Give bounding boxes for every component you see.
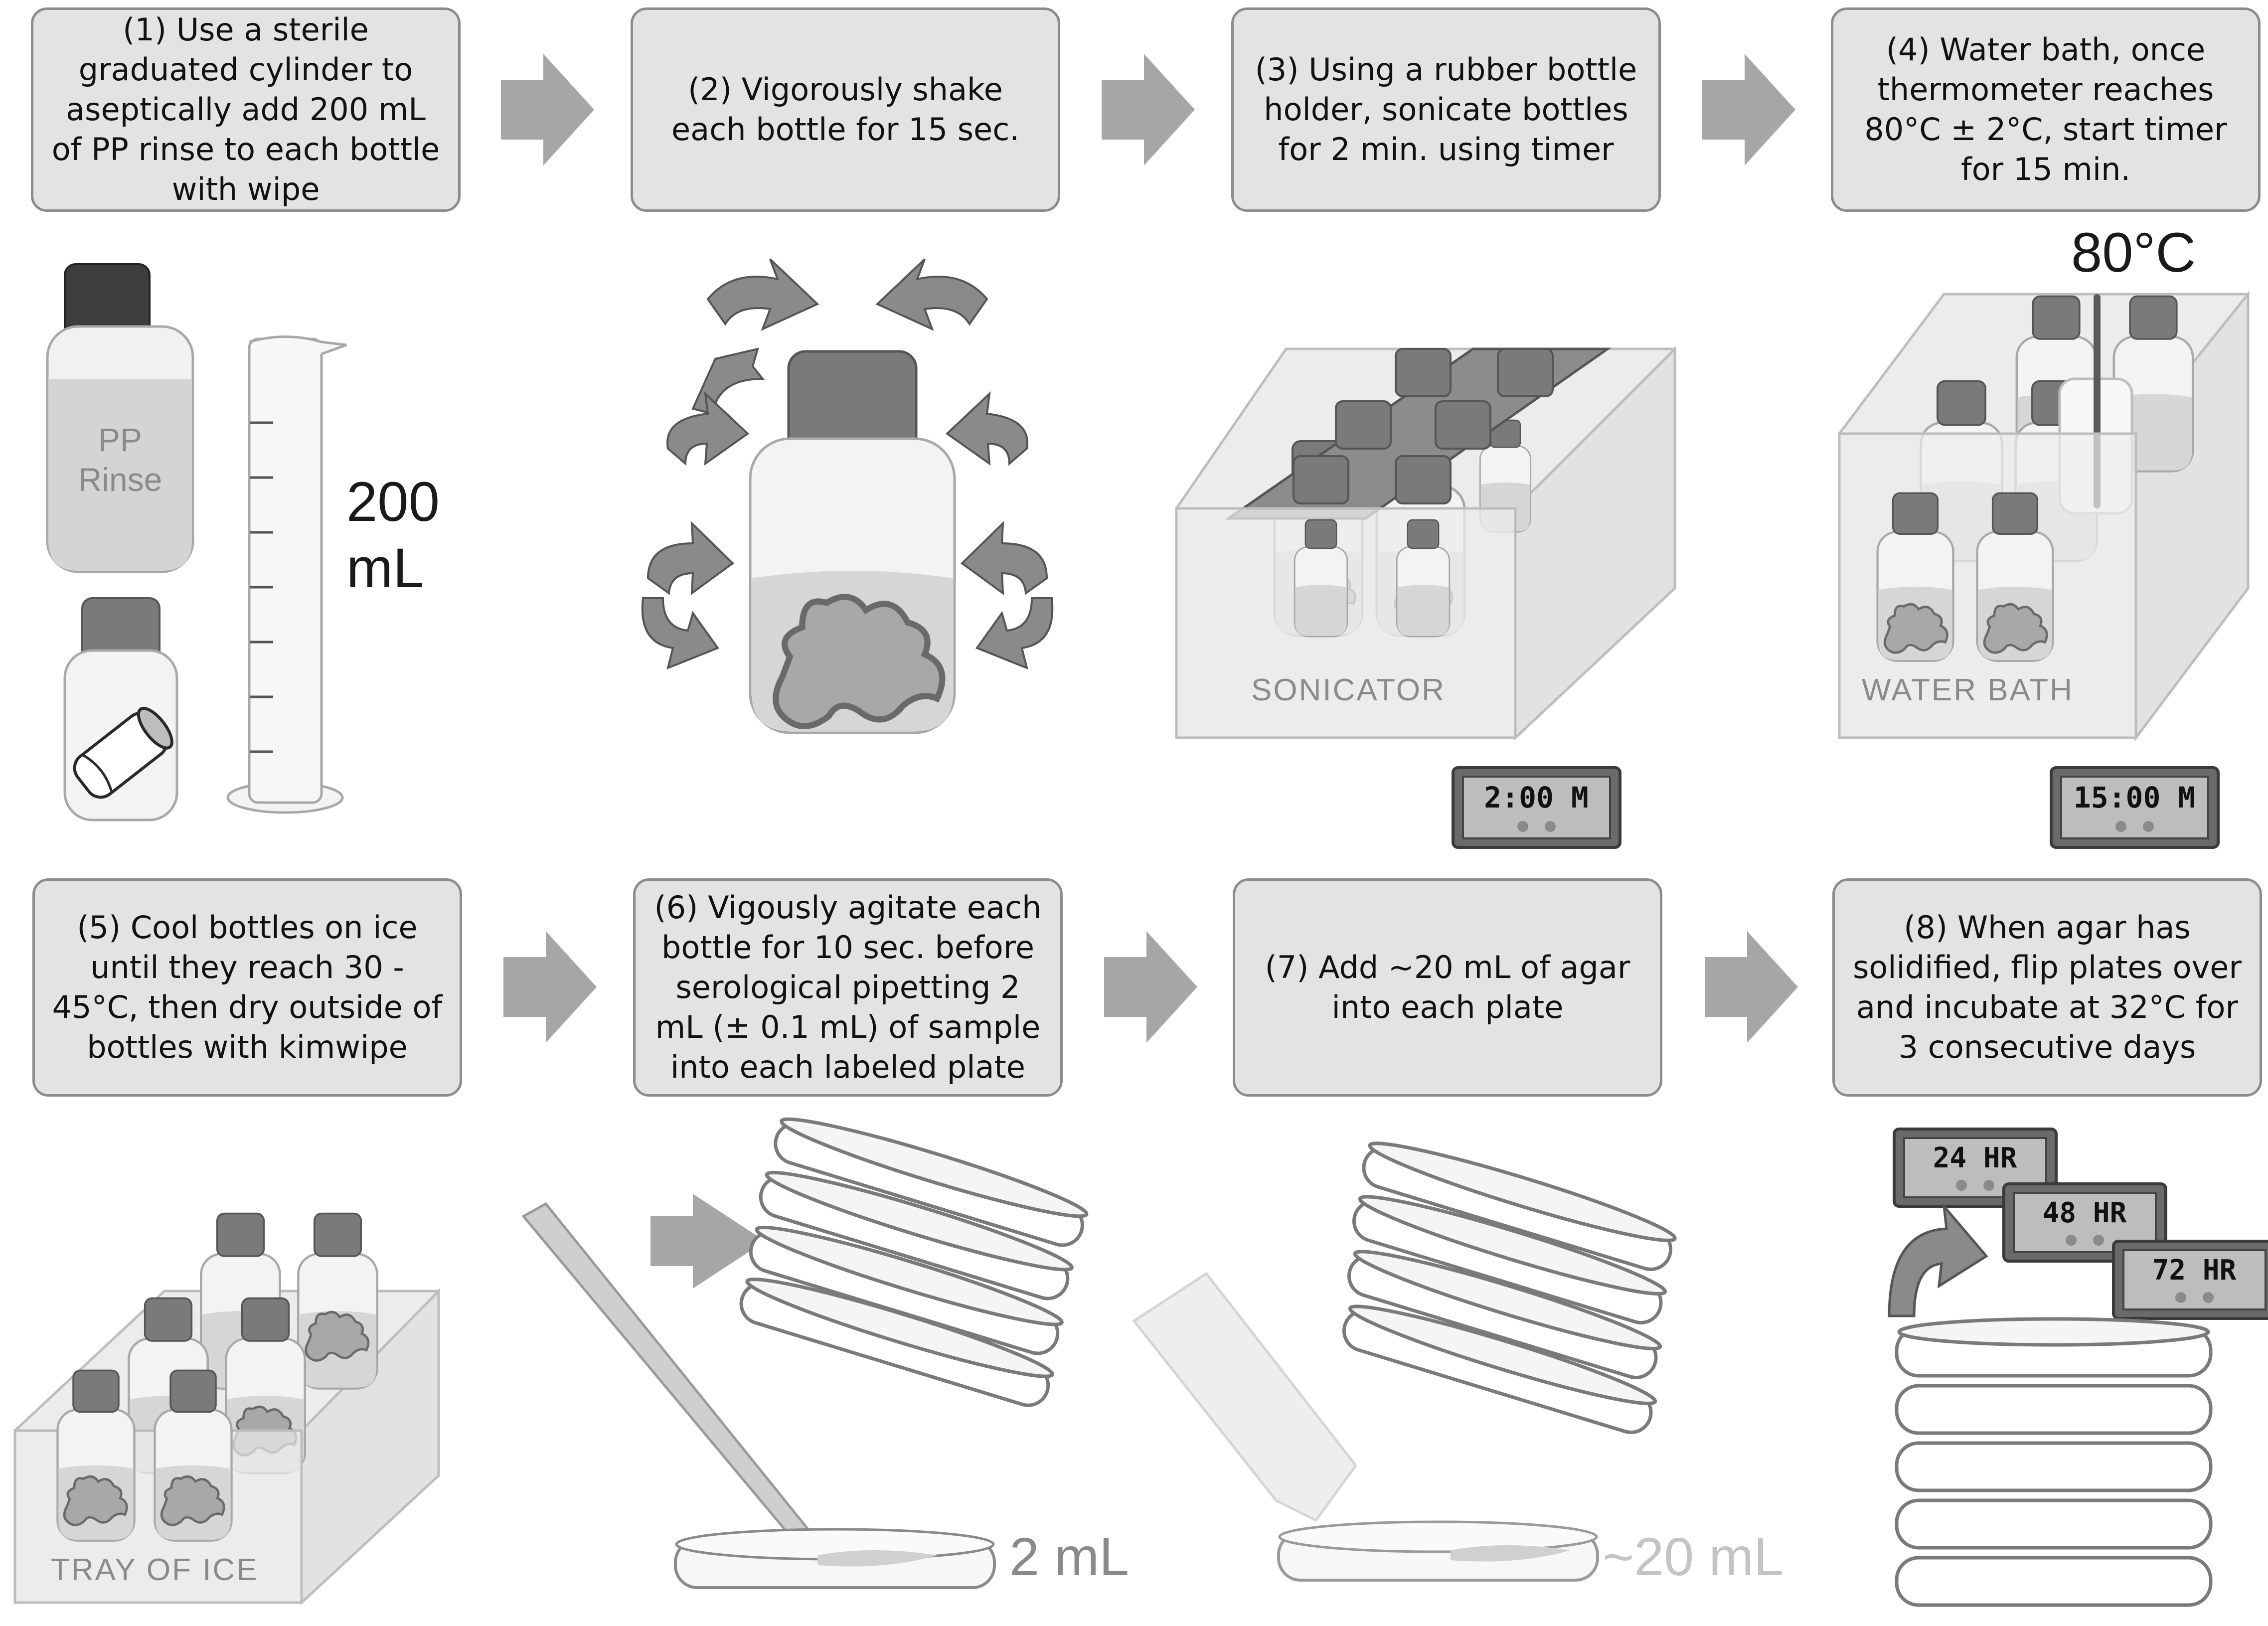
temperature-label: 80°C xyxy=(2071,221,2196,284)
timer-day-2-text: 48 HR xyxy=(2043,1197,2127,1229)
step-8-box: (8) When agar has solidified, flip plate… xyxy=(1832,878,2262,1097)
step-7-box: (7) Add ~20 mL of agar into each plate xyxy=(1233,878,1662,1097)
flow-arrow-3-4 xyxy=(1702,54,1795,165)
step-8-text: (8) When agar has solidified, flip plate… xyxy=(1853,909,2242,1065)
agar-volume-label: ~20 mL xyxy=(1603,1526,1783,1587)
timer-water-bath-text: 15:00 M xyxy=(2074,781,2195,814)
sonicator-label: SONICATOR xyxy=(1251,673,1446,707)
pp-rinse-label-line2: Rinse xyxy=(78,461,162,498)
tray-of-ice-icon: TRAY OF ICE xyxy=(13,1214,440,1606)
step-4-text: (4) Water bath, once thermometer reaches… xyxy=(1864,31,2227,187)
water-bath-icon: WATER BATH xyxy=(1838,290,2250,742)
wipe-roll-icon xyxy=(73,707,173,799)
flip-arrow-icon xyxy=(1888,1202,1988,1317)
pp-rinse-label-line1: PP xyxy=(98,421,142,458)
shaking-bottle xyxy=(749,350,956,734)
flipped-plate-stack xyxy=(1895,1317,2213,1607)
timer-day-1-text: 24 HR xyxy=(1933,1142,2017,1174)
flow-arrow-1-2 xyxy=(501,54,594,165)
water-bath-label: WATER BATH xyxy=(1862,673,2074,707)
sample-bottle-with-wipe xyxy=(63,597,178,821)
volume-ml-label: mL xyxy=(346,537,424,599)
graduated-cylinder-icon xyxy=(226,335,347,814)
timer-water-bath: 15:00 M xyxy=(2050,766,2220,849)
step-2-box: (2) Vigorously shake each bottle for 15 … xyxy=(631,7,1060,212)
sonicator-icon: SONICATOR xyxy=(1175,345,1676,741)
step-6-box: (6) Vigously agitate each bottle for 10 … xyxy=(633,878,1063,1097)
volume-200-label: 200 xyxy=(346,471,440,533)
flow-arrow-2-3 xyxy=(1102,54,1195,165)
step-4-box: (4) Water bath, once thermometer reaches… xyxy=(1831,7,2261,212)
flow-arrow-6-7 xyxy=(1104,931,1197,1043)
petri-plate-agar xyxy=(1277,1520,1599,1582)
step-7-text: (7) Add ~20 mL of agar into each plate xyxy=(1265,949,1630,1025)
step-3-box: (3) Using a rubber bottle holder, sonica… xyxy=(1231,7,1661,212)
pp-rinse-bottle: PP Rinse xyxy=(46,263,194,573)
stacked-plates-agar xyxy=(1342,1141,1677,1435)
petri-plate-bottom xyxy=(674,1528,996,1589)
flow-arrow-7-8 xyxy=(1705,931,1798,1043)
step-5-box: (5) Cool bottles on ice until they reach… xyxy=(32,878,462,1097)
timer-day-3: 72 HR xyxy=(2112,1240,2268,1320)
timer-day-3-text: 72 HR xyxy=(2152,1254,2237,1287)
agar-bottle-icon xyxy=(1132,1272,1358,1522)
into-plate-arrow xyxy=(650,1194,765,1289)
shake-arrows-icon xyxy=(641,258,1054,670)
timer-sonicate: 2:00 M xyxy=(1452,766,1621,849)
step-1-box: (1) Use a sterile graduated cylinder to … xyxy=(31,7,461,212)
pipette-volume-label: 2 mL xyxy=(1009,1526,1129,1587)
step-5-text: (5) Cool bottles on ice until they reach… xyxy=(52,909,443,1065)
step-1-text: (1) Use a sterile graduated cylinder to … xyxy=(51,11,440,207)
step-3-text: (3) Using a rubber bottle holder, sonica… xyxy=(1255,51,1637,167)
stacked-plates-tilted xyxy=(739,1117,1089,1407)
step-6-text: (6) Vigously agitate each bottle for 10 … xyxy=(654,889,1042,1085)
flow-arrow-5-6 xyxy=(503,931,597,1043)
timer-sonicate-text: 2:00 M xyxy=(1484,781,1589,814)
step-2-text: (2) Vigorously shake each bottle for 15 … xyxy=(671,71,1019,148)
tray-of-ice-label: TRAY OF ICE xyxy=(51,1553,259,1587)
